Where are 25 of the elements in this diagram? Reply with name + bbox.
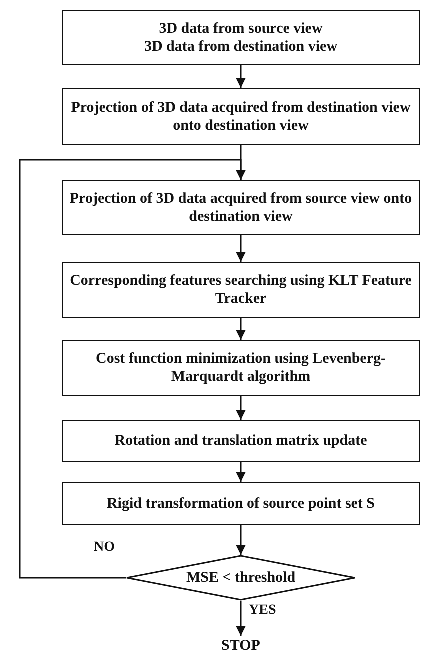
process-box <box>62 88 420 145</box>
process-box <box>62 10 420 65</box>
arrow <box>236 235 246 262</box>
box-text: Corresponding features searching using KLT Feature Tracker <box>69 272 413 308</box>
box-text: 3D data from source view <box>159 20 323 38</box>
box-text: Rigid transformation of source point set S <box>106 494 376 512</box>
box-text: Projection of 3D data acquired from destination view onto destination view <box>70 98 412 134</box>
process-box <box>62 340 420 396</box>
process-box <box>62 482 420 525</box>
box-text: 3D data from destination view <box>144 38 338 56</box>
arrow <box>236 462 246 482</box>
decision-text: MSE < threshold <box>186 569 296 587</box>
arrow <box>19 159 246 579</box>
box-text: Rotation and translation matrix update <box>114 432 368 450</box>
arrow <box>236 65 246 88</box>
box-text: Cost function minimization using Levenberg-Marquardt algorithm <box>94 350 387 386</box>
process-box <box>62 262 420 318</box>
end-label: STOP <box>222 637 260 655</box>
arrow <box>236 318 246 340</box>
arrow <box>236 396 246 420</box>
arrow <box>236 601 246 636</box>
process-box <box>62 180 420 235</box>
arrow <box>236 525 246 555</box>
process-box <box>62 420 420 462</box>
box-text: Projection of 3D data acquired from source view onto destination view <box>68 190 414 226</box>
